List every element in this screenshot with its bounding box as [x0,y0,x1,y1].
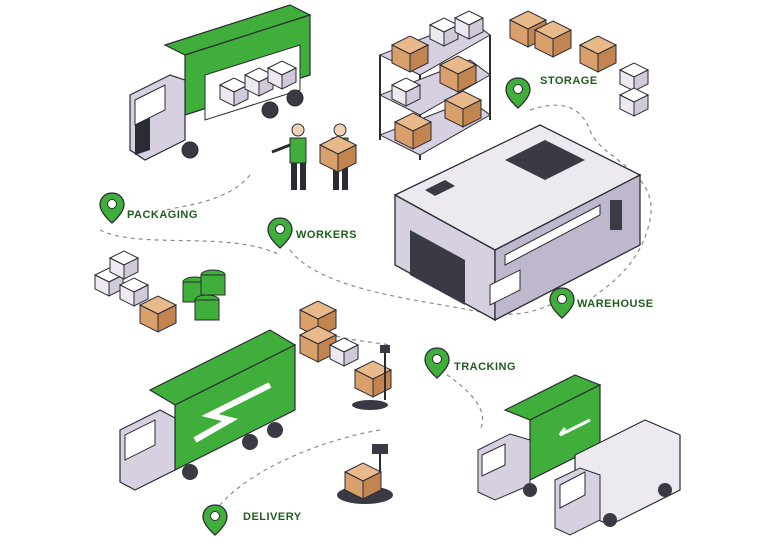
warehouse-label: WAREHOUSE [577,298,654,310]
storage-pin-icon [505,77,531,109]
tracking-boxes-illustration [299,300,392,410]
van-illustration [554,419,681,536]
delivery-truck-illustration [119,329,297,491]
green-box-truck-illustration [477,374,602,501]
top-truck-illustration [129,4,312,161]
packaging-illustration [94,250,226,333]
storage-label: STORAGE [540,75,598,87]
workers-pin-icon [267,217,293,249]
delivery-label: DELIVERY [243,511,302,523]
tracking-label: TRACKING [454,361,517,373]
packaging-pin-icon [99,192,125,224]
storage-boxes-illustration [509,10,649,117]
warehouse-illustration [393,124,642,322]
storage-shelf-illustration [378,10,491,160]
tracking-pin-icon [424,347,450,379]
warehouse-pin-icon [549,287,575,319]
packaging-label: PACKAGING [127,209,198,221]
workers-label: WORKERS [296,229,357,241]
delivery-pin-icon [202,504,228,536]
workers-illustration [271,123,357,190]
scale-illustration [337,444,393,504]
